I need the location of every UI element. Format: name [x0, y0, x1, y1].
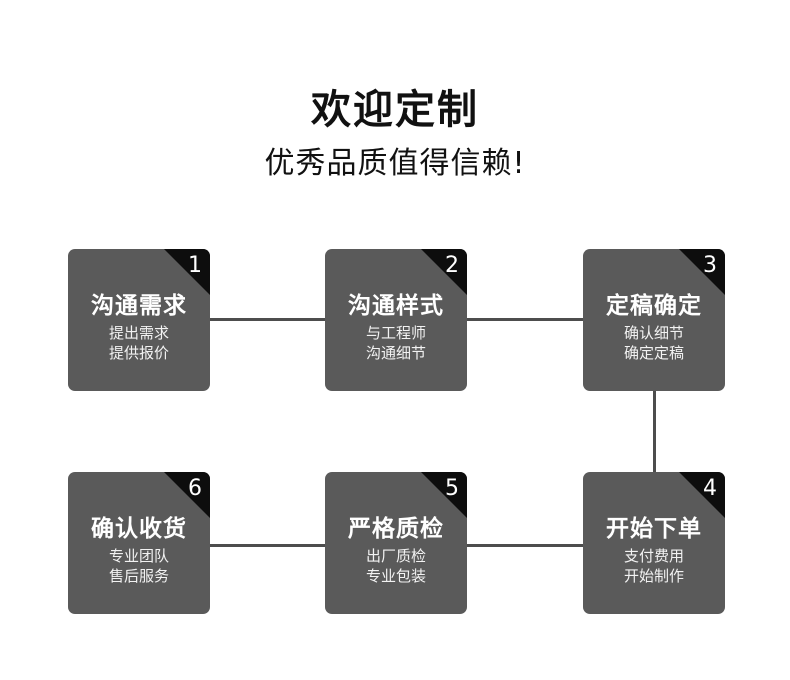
- corner-badge: [679, 472, 725, 518]
- corner-badge: [164, 249, 210, 295]
- step-card-2: 2 沟通样式 与工程师 沟通细节: [325, 249, 467, 391]
- step-detail: 与工程师: [365, 324, 426, 342]
- step-card-3: 3 定稿确定 确认细节 确定定稿: [583, 249, 725, 391]
- step-number: 5: [445, 476, 459, 501]
- corner-badge: [421, 249, 467, 295]
- corner-badge: [421, 472, 467, 518]
- step-number: 2: [445, 253, 459, 278]
- step-detail: 确认细节: [623, 324, 684, 342]
- step-detail: 专业包装: [365, 567, 426, 585]
- corner-badge: [679, 249, 725, 295]
- step-number: 1: [188, 253, 202, 278]
- step-title: 开始下单: [606, 516, 702, 542]
- step-detail: 出厂质检: [365, 547, 426, 565]
- step-card-1: 1 沟通需求 提出需求 提供报价: [68, 249, 210, 391]
- step-detail: 支付费用: [623, 547, 684, 565]
- page-subtitle: 优秀品质值得信赖!: [264, 146, 526, 181]
- step-title: 严格质检: [348, 516, 444, 542]
- step-title: 沟通样式: [348, 293, 444, 319]
- connector-4-5: [467, 544, 584, 547]
- step-detail: 开始制作: [623, 567, 684, 585]
- connector-5-6: [209, 544, 326, 547]
- connector-2-3: [467, 318, 584, 321]
- step-detail: 提出需求: [108, 324, 169, 342]
- step-detail: 专业团队: [108, 547, 169, 565]
- step-detail: 沟通细节: [365, 344, 426, 362]
- step-card-5: 5 严格质检 出厂质检 专业包装: [325, 472, 467, 614]
- step-card-6: 6 确认收货 专业团队 售后服务: [68, 472, 210, 614]
- step-title: 确认收货: [91, 516, 187, 542]
- page-title: 欢迎定制: [311, 87, 479, 133]
- connector-1-2: [209, 318, 326, 321]
- step-detail: 提供报价: [108, 344, 169, 362]
- step-number: 4: [703, 476, 717, 501]
- step-title: 定稿确定: [606, 293, 702, 319]
- step-detail: 售后服务: [108, 567, 169, 585]
- connector-3-4: [653, 390, 656, 472]
- step-number: 3: [703, 253, 717, 278]
- step-number: 6: [188, 476, 202, 501]
- step-title: 沟通需求: [91, 293, 187, 319]
- step-detail: 确定定稿: [623, 344, 684, 362]
- step-card-4: 4 开始下单 支付费用 开始制作: [583, 472, 725, 614]
- corner-badge: [164, 472, 210, 518]
